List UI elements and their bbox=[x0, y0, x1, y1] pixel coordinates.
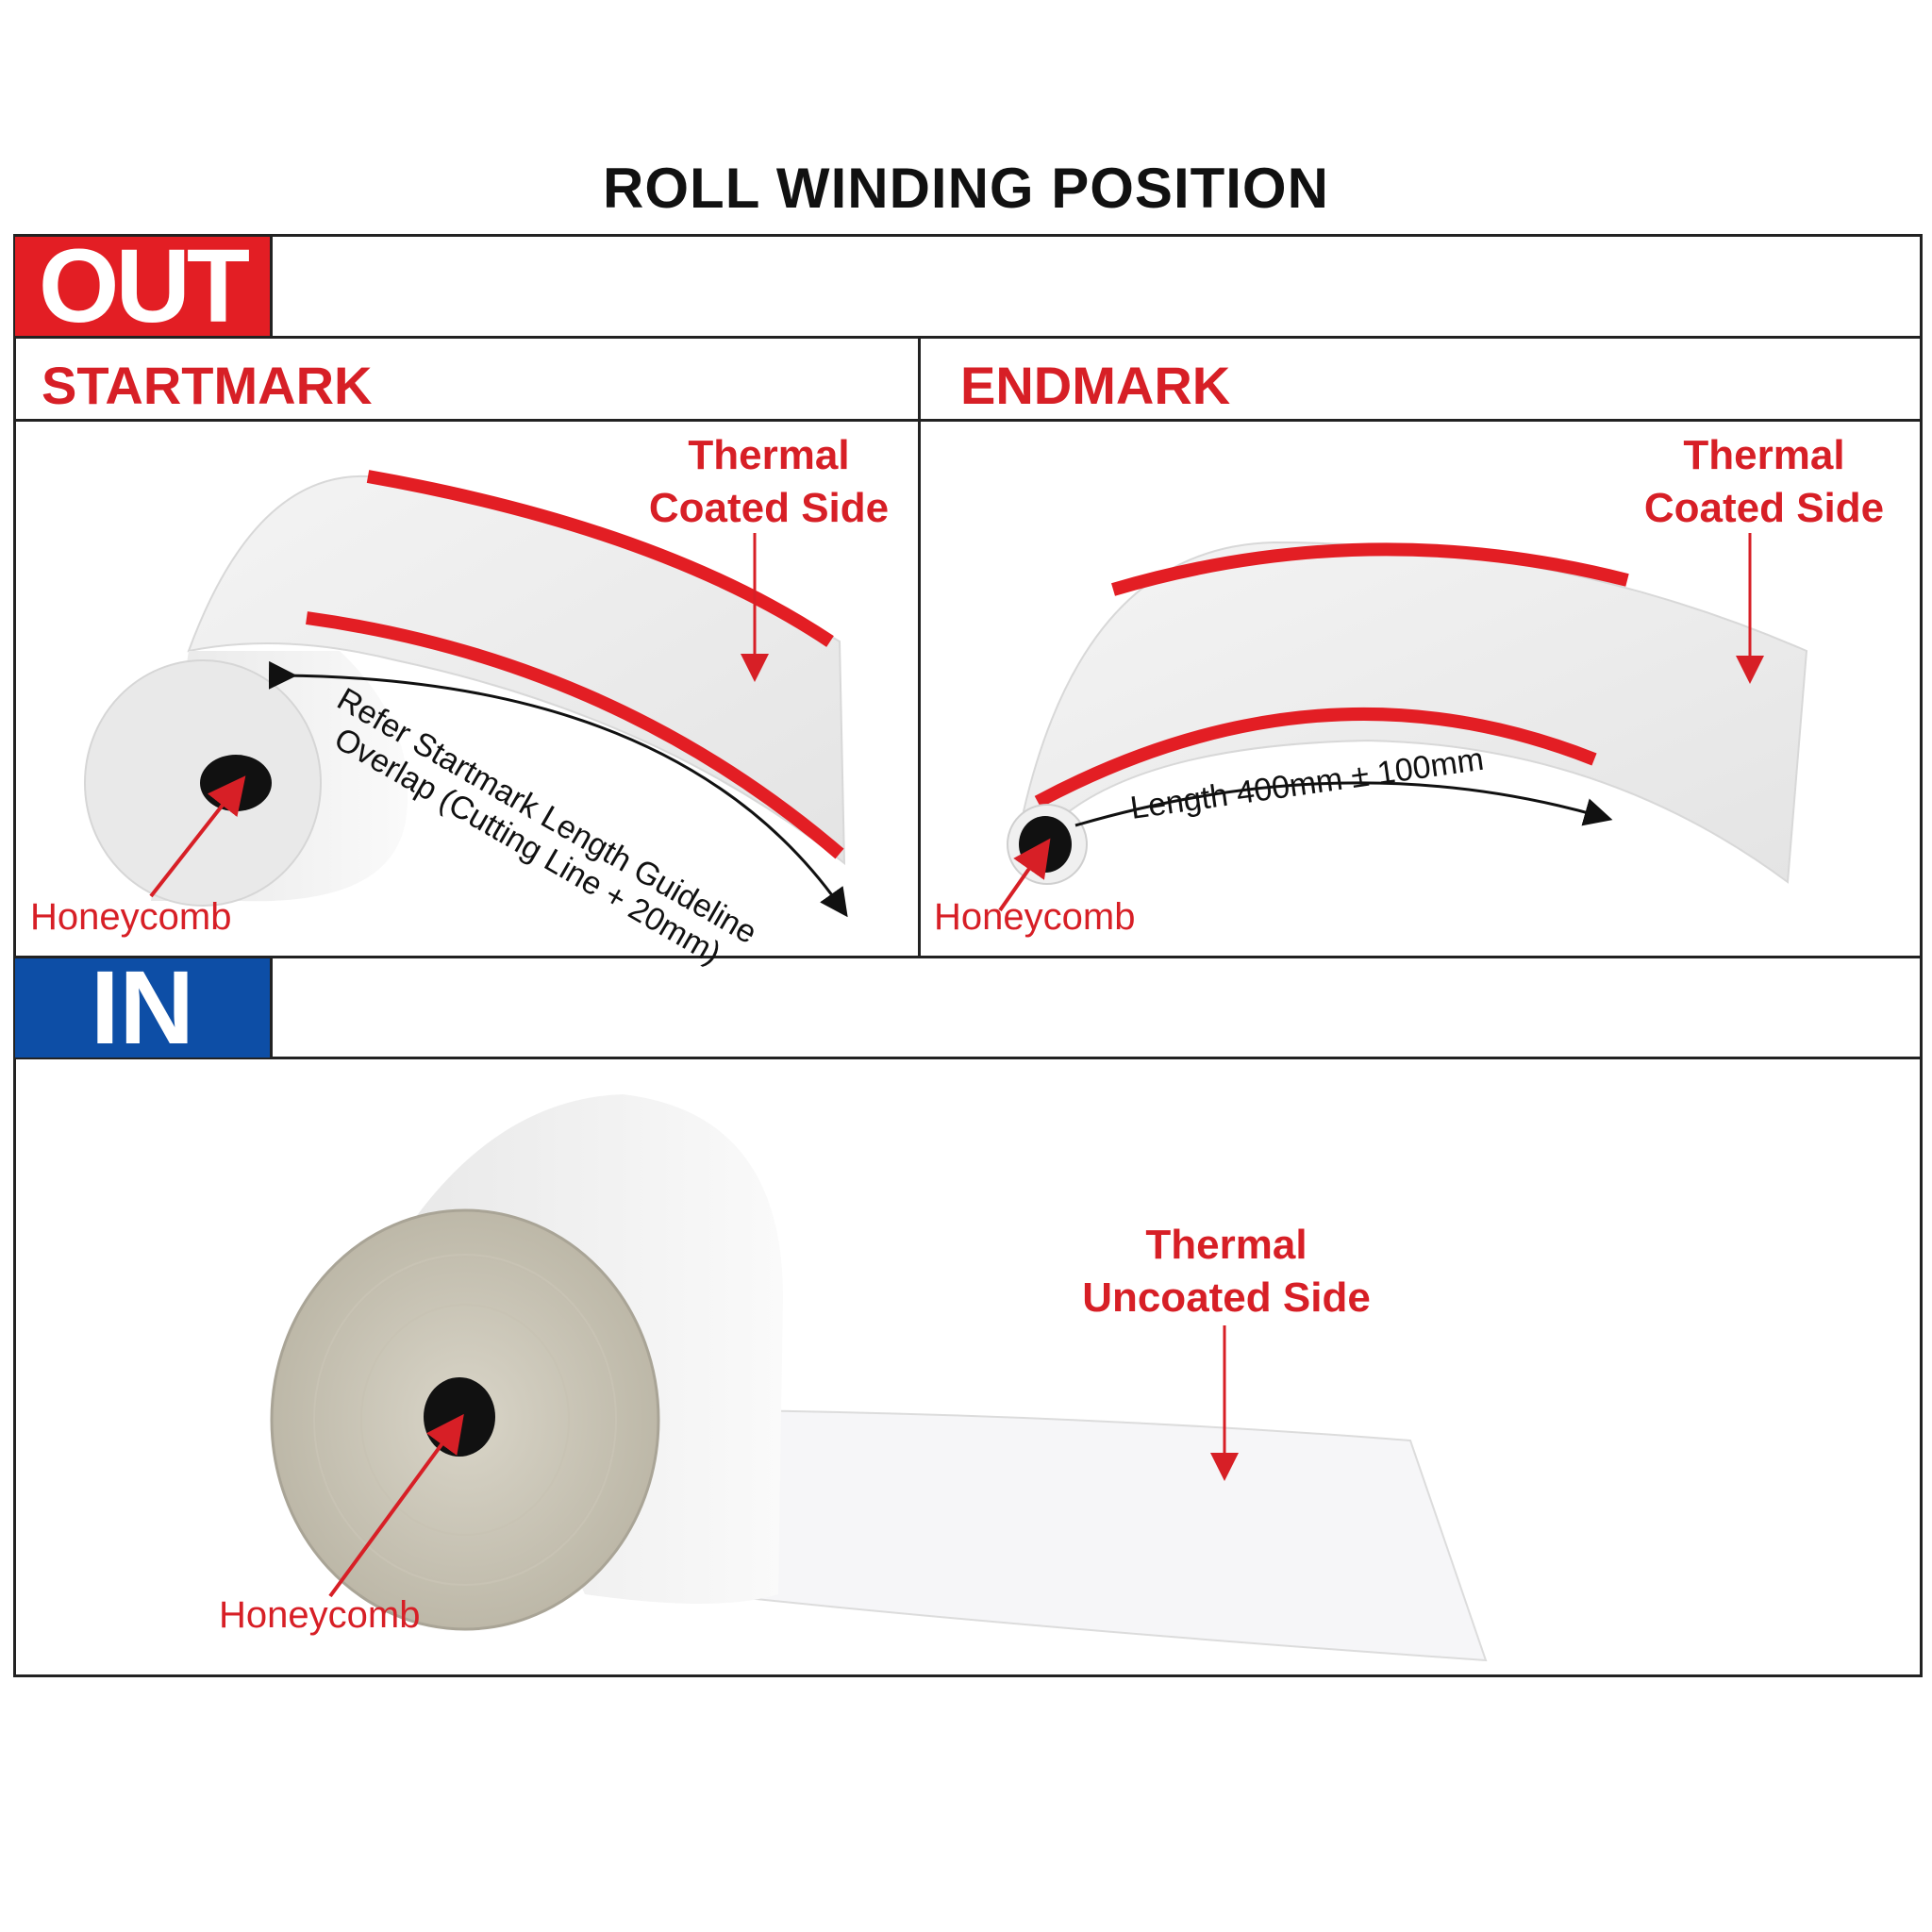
startmark-coated-line1: Thermal bbox=[688, 432, 850, 478]
divider-in-header-top bbox=[13, 956, 1923, 958]
endmark-coated-label: Thermal Coated Side bbox=[1623, 429, 1906, 535]
startmark-core-label: Honeycomb bbox=[30, 896, 232, 938]
endmark-red-band-top bbox=[1111, 542, 1629, 596]
endmark-coated-line1: Thermal bbox=[1683, 432, 1845, 478]
in-core-label: Honeycomb bbox=[219, 1594, 421, 1636]
startmark-roll-illustration bbox=[84, 470, 848, 918]
endmark-core-label: Honeycomb bbox=[934, 896, 1136, 938]
startmark-heading: STARTMARK bbox=[42, 356, 373, 415]
divider-in-header-bottom bbox=[13, 1057, 1923, 1059]
badge-in-edge bbox=[270, 958, 273, 1058]
badge-out-edge bbox=[270, 237, 273, 336]
in-unrolled-sheet bbox=[583, 1408, 1488, 1662]
in-uncoated-label: Thermal Uncoated Side bbox=[1066, 1219, 1387, 1324]
endmark-length-arrow bbox=[1074, 781, 1613, 827]
in-core-arrow bbox=[328, 1413, 464, 1598]
endmark-roll-illustration bbox=[998, 533, 1808, 912]
startmark-overlap-arrow bbox=[268, 660, 848, 918]
endmark-red-band-bottom bbox=[1034, 707, 1597, 808]
endmark-core-arrow bbox=[998, 838, 1051, 912]
startmark-core-hole bbox=[200, 755, 272, 811]
startmark-coated-label: Thermal Coated Side bbox=[627, 429, 910, 535]
divider-out-columns bbox=[918, 336, 921, 958]
in-roll-illustration bbox=[270, 1094, 1488, 1662]
out-badge: OUT bbox=[15, 228, 270, 344]
endmark-coated-line2: Coated Side bbox=[1643, 485, 1885, 531]
endmark-heading: ENDMARK bbox=[960, 356, 1231, 415]
in-uncoated-line2: Uncoated Side bbox=[1082, 1274, 1371, 1321]
divider-out-header bbox=[13, 336, 1923, 339]
startmark-red-band-top bbox=[366, 470, 834, 647]
in-core-hole bbox=[424, 1377, 495, 1457]
startmark-core-arrow bbox=[149, 775, 246, 898]
in-uncoated-line1: Thermal bbox=[1145, 1222, 1307, 1268]
in-badge: IN bbox=[15, 950, 270, 1066]
endmark-core-hole bbox=[1019, 816, 1072, 873]
page-title: ROLL WINDING POSITION bbox=[603, 157, 1329, 220]
divider-subheads bbox=[13, 419, 1923, 422]
startmark-coated-line2: Coated Side bbox=[648, 485, 890, 531]
